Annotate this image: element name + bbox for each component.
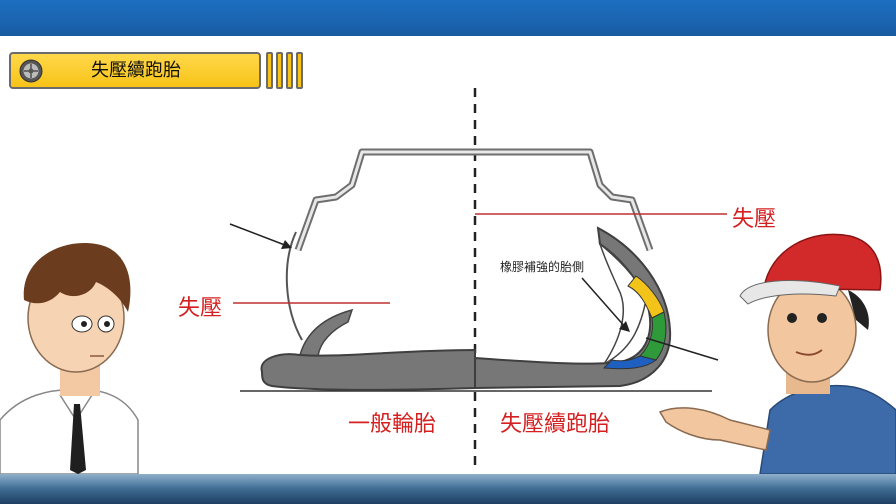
caption-runflat-tire: 失壓續跑胎 bbox=[500, 412, 611, 437]
leader-sidewall bbox=[581, 277, 627, 329]
label-left-pressure: 失壓 bbox=[178, 296, 223, 321]
caption-normal-tire: 一般輪胎 bbox=[348, 412, 437, 437]
title-stripe bbox=[296, 52, 303, 89]
page-title: 失壓續跑胎 bbox=[91, 60, 181, 81]
title-stripe bbox=[276, 52, 283, 89]
title-bar: 失壓續跑胎 bbox=[9, 52, 261, 89]
title-stripe bbox=[266, 52, 273, 89]
leader-left bbox=[229, 223, 291, 248]
wheel-icon bbox=[19, 59, 43, 83]
leader-right-low bbox=[645, 337, 719, 361]
bottom-landscape-strip bbox=[0, 474, 896, 504]
mechanic-illustration bbox=[658, 233, 896, 475]
label-reinforced-sidewall: 橡膠補強的胎側 bbox=[500, 260, 585, 274]
normal-tire-bead bbox=[299, 308, 354, 357]
top-banner bbox=[0, 0, 896, 36]
title-stripe bbox=[286, 52, 293, 89]
normal-tire-tread bbox=[260, 348, 476, 391]
reinforce-blue bbox=[602, 355, 658, 370]
label-right-pressure: 失壓 bbox=[732, 207, 777, 232]
normal-tire-sidewall bbox=[285, 231, 303, 341]
worried-man-illustration bbox=[0, 243, 139, 475]
